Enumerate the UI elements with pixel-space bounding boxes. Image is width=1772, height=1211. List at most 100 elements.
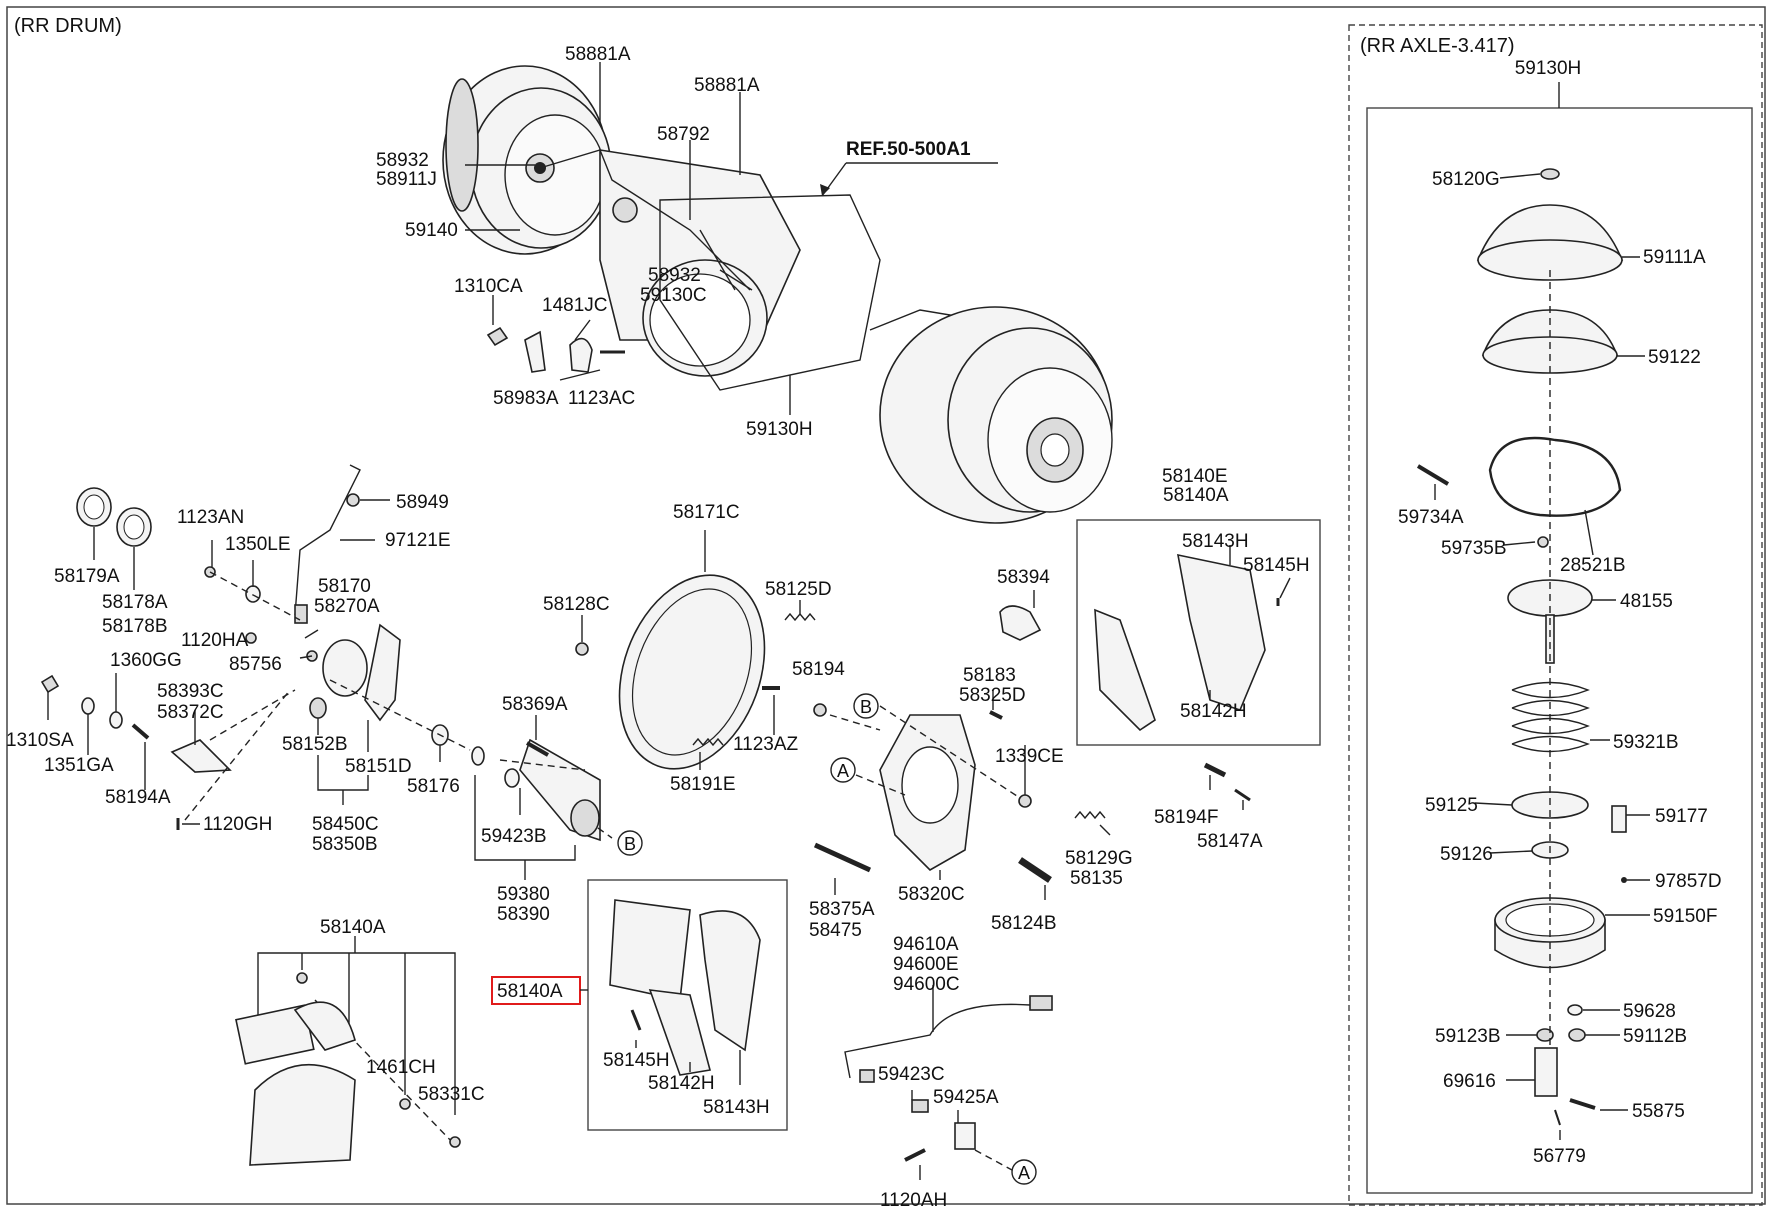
part-label[interactable]: 94600E <box>893 954 959 975</box>
part-label[interactable]: 58151D <box>345 756 412 777</box>
part-label[interactable]: 58143H <box>1182 531 1249 552</box>
part-label[interactable]: 58375A <box>809 899 875 920</box>
part-label[interactable]: 1123AC <box>568 388 635 409</box>
part-label[interactable]: 59380 <box>497 884 550 905</box>
part-label[interactable]: 58135 <box>1070 868 1123 889</box>
part-label[interactable]: 59140 <box>405 220 458 241</box>
part-label[interactable]: 1120HA <box>181 630 249 651</box>
part-label[interactable]: 1461CH <box>366 1057 436 1078</box>
part-label[interactable]: 1350LE <box>225 534 291 555</box>
part-label[interactable]: 58911J <box>376 169 437 190</box>
part-label[interactable]: 58143H <box>703 1097 770 1118</box>
part-label[interactable]: 58191E <box>670 774 736 795</box>
part-label[interactable]: 58142H <box>1180 701 1247 722</box>
part-label[interactable]: 58179A <box>54 566 120 587</box>
part-label[interactable]: 58450C <box>312 814 379 835</box>
part-label[interactable]: 97121E <box>385 530 451 551</box>
part-label[interactable]: 59423B <box>481 826 547 847</box>
part-label[interactable]: 94600C <box>893 974 960 995</box>
part-label[interactable]: 59126 <box>1440 844 1493 865</box>
part-label[interactable]: 58147A <box>1197 831 1263 852</box>
part-label[interactable]: 59425A <box>933 1087 999 1108</box>
part-label[interactable]: 58320C <box>898 884 965 905</box>
part-label[interactable]: 59177 <box>1655 806 1708 827</box>
part-label[interactable]: 1360GG <box>110 650 182 671</box>
part-label[interactable]: 58145H <box>603 1050 670 1071</box>
part-label[interactable]: 58393C <box>157 681 224 702</box>
part-label[interactable]: 1351GA <box>44 755 114 776</box>
part-label[interactable]: 58932 <box>376 150 429 171</box>
part-label[interactable]: 58194 <box>792 659 845 680</box>
part-label[interactable]: 1120AH <box>880 1190 947 1211</box>
part-label[interactable]: 1481JC <box>542 295 608 316</box>
part-label[interactable]: 58475 <box>809 920 862 941</box>
part-label[interactable]: 58194A <box>105 787 171 808</box>
part-label[interactable]: 58983A <box>493 388 559 409</box>
part-label[interactable]: 28521B <box>1560 555 1626 576</box>
part-label[interactable]: 58325D <box>959 685 1026 706</box>
part-label[interactable]: 58176 <box>407 776 460 797</box>
part-label[interactable]: 1310CA <box>454 276 523 297</box>
part-label[interactable]: 59130C <box>640 285 707 306</box>
part-label[interactable]: 58369A <box>502 694 568 715</box>
part-label[interactable]: 56779 <box>1533 1146 1586 1167</box>
part-label[interactable]: 58183 <box>963 665 1016 686</box>
part-label[interactable]: 1123AZ <box>733 734 799 755</box>
part-label[interactable]: 58932 <box>648 265 701 286</box>
part-label[interactable]: 59734A <box>1398 507 1464 528</box>
part-label[interactable]: 58270A <box>314 596 380 617</box>
part-label[interactable]: 58140A <box>1163 485 1229 506</box>
part-label[interactable]: 58178A <box>102 592 168 613</box>
part-label[interactable]: 59321B <box>1613 732 1679 753</box>
part-label[interactable]: 58125D <box>765 579 832 600</box>
part-label[interactable]: 59123B <box>1435 1026 1501 1047</box>
part-label[interactable]: 1339CE <box>995 746 1064 767</box>
part-label[interactable]: 58129G <box>1065 848 1133 869</box>
part-label[interactable]: 58350B <box>312 834 378 855</box>
part-label[interactable]: 58881A <box>565 44 631 65</box>
part-label[interactable]: 1120GH <box>203 814 272 835</box>
part-label[interactable]: 58142H <box>648 1073 715 1094</box>
part-label[interactable]: 69616 <box>1443 1071 1496 1092</box>
part-label[interactable]: 58140E <box>1162 466 1228 487</box>
part-label[interactable]: 1123AN <box>177 507 244 528</box>
leader <box>1099 824 1111 836</box>
part-label[interactable]: 85756 <box>229 654 282 675</box>
part-label[interactable]: 58128C <box>543 594 610 615</box>
part-label[interactable]: 94610A <box>893 934 959 955</box>
part-label[interactable]: 59112B <box>1623 1026 1687 1047</box>
part-label[interactable]: 59628 <box>1623 1001 1676 1022</box>
part-label-highlighted[interactable]: 58140A <box>497 981 563 1002</box>
part-label[interactable]: 1310SA <box>6 730 74 751</box>
part-label[interactable]: 58145H <box>1243 555 1310 576</box>
part-label[interactable]: 97857D <box>1655 871 1722 892</box>
part-label[interactable]: 59125 <box>1425 795 1478 816</box>
part-label[interactable]: 58331C <box>418 1084 485 1105</box>
part-label[interactable]: 59735B <box>1441 538 1507 559</box>
leader <box>209 571 301 621</box>
part-label[interactable]: 59423C <box>878 1064 945 1085</box>
part-label[interactable]: 58792 <box>657 124 710 145</box>
part-label[interactable]: 58394 <box>997 567 1050 588</box>
part-label[interactable]: 58171C <box>673 502 740 523</box>
part-label[interactable]: 58124B <box>991 913 1057 934</box>
part-label[interactable]: 55875 <box>1632 1101 1685 1122</box>
part-label[interactable]: 58120G <box>1432 169 1500 190</box>
part-label[interactable]: 59130H <box>746 419 813 440</box>
part-label[interactable]: 58881A <box>694 75 760 96</box>
part-label[interactable]: 58949 <box>396 492 449 513</box>
part-label[interactable]: 58170 <box>318 576 371 597</box>
part-label[interactable]: 58178B <box>102 616 168 637</box>
part-label[interactable]: 58194F <box>1154 807 1218 828</box>
part-label[interactable]: 58372C <box>157 702 224 723</box>
part-label[interactable]: 58390 <box>497 904 550 925</box>
pin-icon <box>1018 857 1052 883</box>
brake-shoe-icon <box>249 1063 356 1166</box>
leader <box>1489 850 1533 854</box>
part-label[interactable]: 58140A <box>320 917 386 938</box>
part-label[interactable]: 59150F <box>1653 906 1717 927</box>
part-label[interactable]: 59111A <box>1643 247 1706 268</box>
part-label[interactable]: 59122 <box>1648 347 1701 368</box>
part-label[interactable]: 58152B <box>282 734 348 755</box>
part-label[interactable]: 48155 <box>1620 591 1673 612</box>
